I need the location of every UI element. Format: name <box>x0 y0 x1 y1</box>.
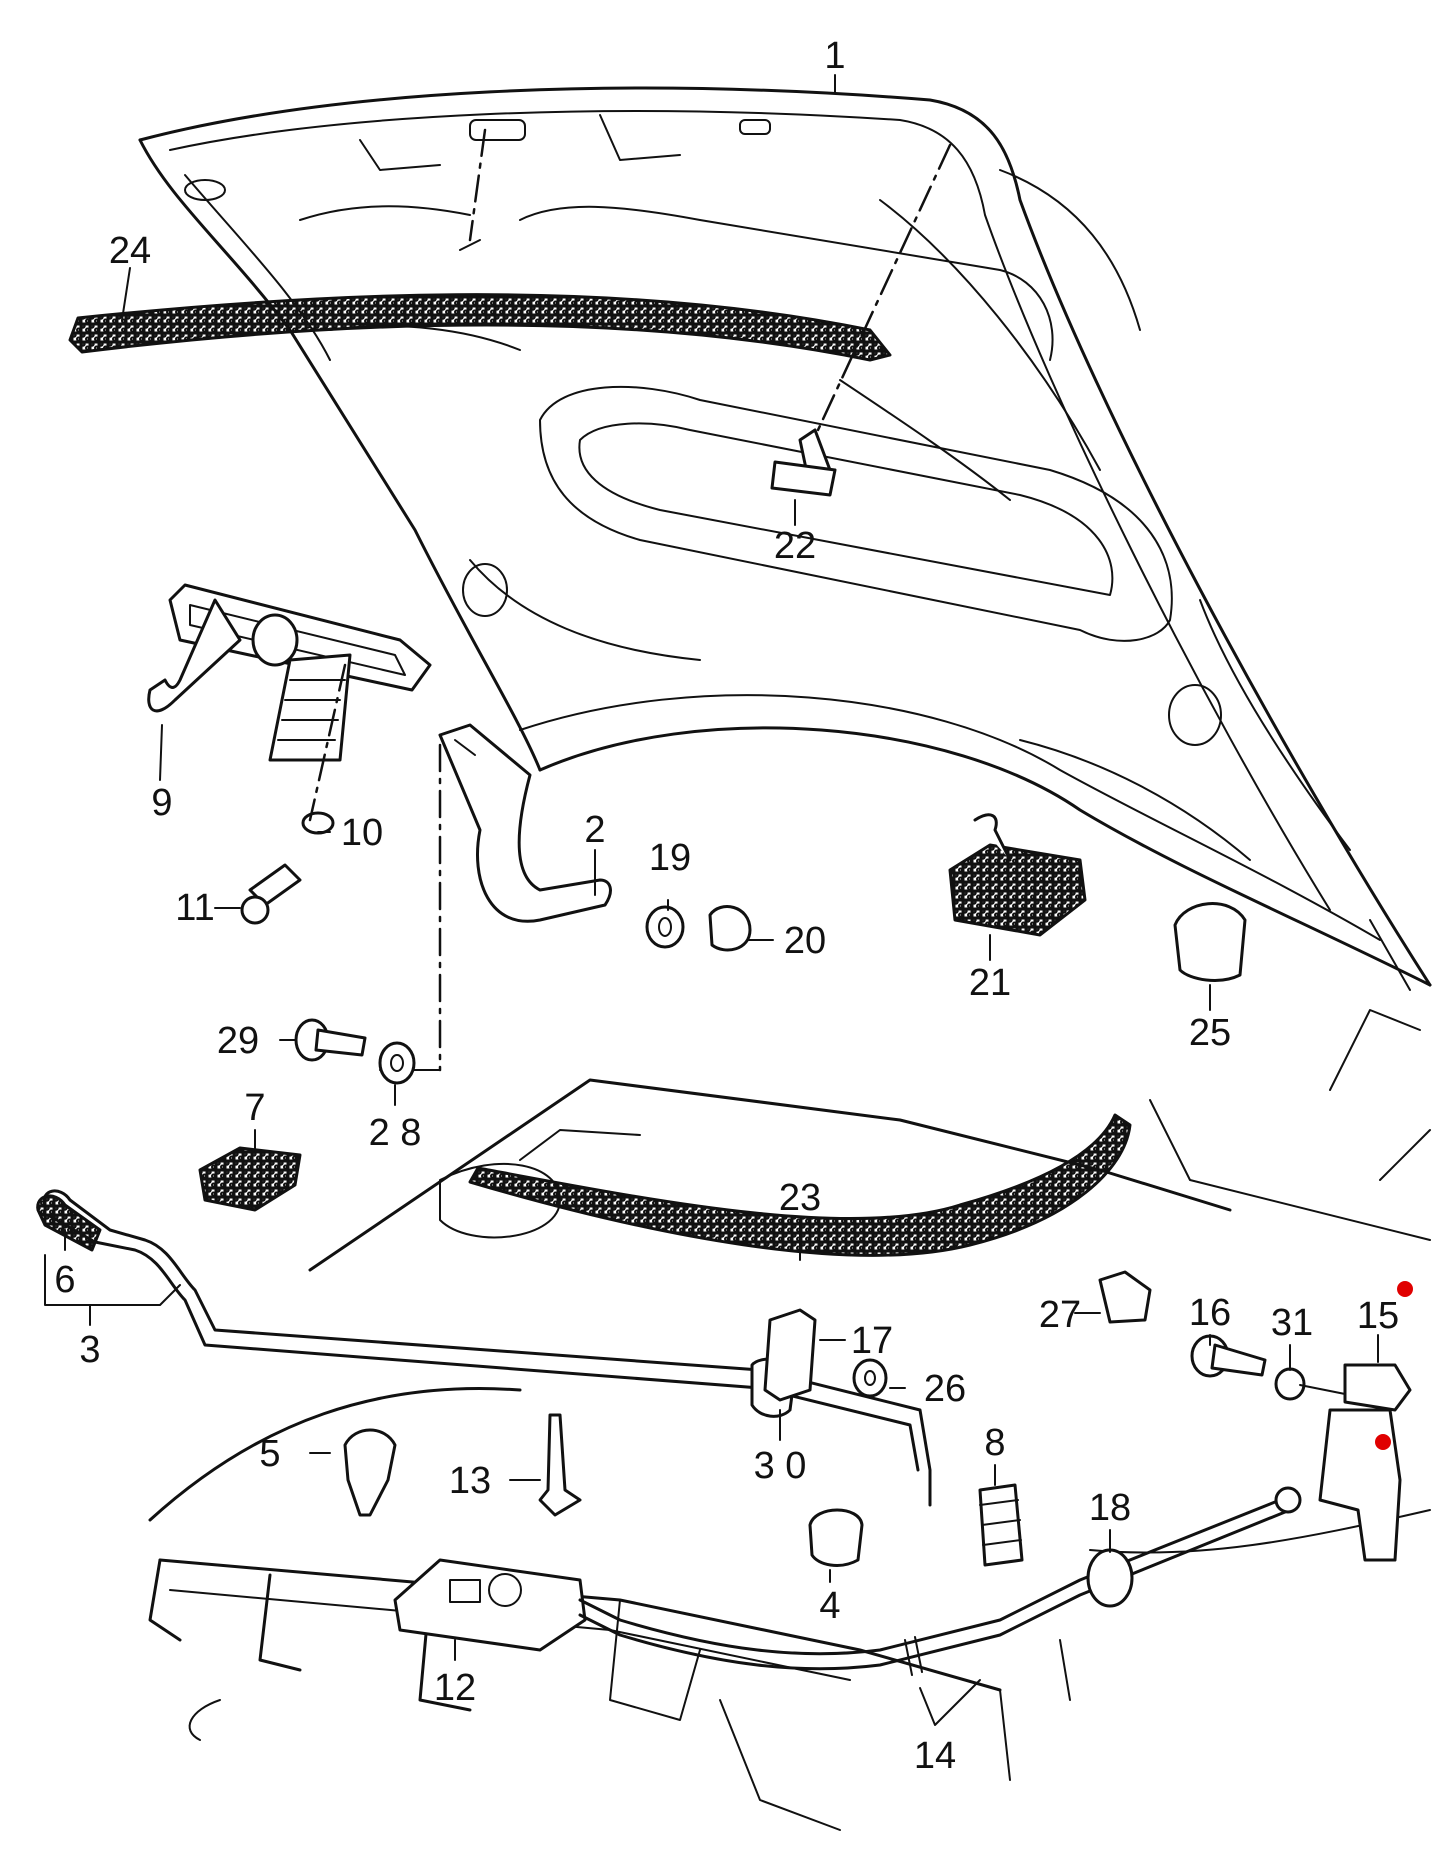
label-17: 17 <box>851 1320 893 1362</box>
label-2: 2 <box>584 809 605 851</box>
seal-23 <box>468 1113 1132 1257</box>
label-9: 9 <box>151 782 172 824</box>
leader-lines <box>44 74 1379 1726</box>
latch-12-13 <box>393 1413 587 1652</box>
label-22: 22 <box>774 525 816 567</box>
label-29: 29 <box>217 1020 259 1062</box>
release-cable <box>578 1486 1302 1676</box>
label-1: 1 <box>824 35 845 77</box>
body-front-section <box>148 1009 1431 1831</box>
label-14: 14 <box>914 1735 956 1777</box>
label-18: 18 <box>1089 1487 1131 1529</box>
clip-27 <box>1098 1270 1152 1324</box>
label-4: 4 <box>819 1585 840 1627</box>
label-16: 16 <box>1189 1292 1231 1334</box>
hood-lock-assembly <box>147 583 432 925</box>
hood-bump-stop <box>770 428 837 497</box>
label-26: 26 <box>924 1368 966 1410</box>
label-15: 15 <box>1357 1295 1399 1337</box>
label-8: 8 <box>984 1422 1005 1464</box>
label-30: 3 0 <box>754 1445 807 1487</box>
label-7: 7 <box>244 1087 265 1129</box>
label-10: 10 <box>341 812 383 854</box>
plug-5 <box>343 1428 397 1517</box>
label-6: 6 <box>54 1259 75 1301</box>
grommet-4 <box>808 1508 864 1567</box>
label-31: 31 <box>1271 1302 1313 1344</box>
clip-7 <box>198 1146 302 1212</box>
label-23: 23 <box>779 1177 821 1219</box>
label-3: 3 <box>79 1329 100 1371</box>
hood-seal-strip <box>68 293 892 362</box>
label-19: 19 <box>649 837 691 879</box>
clip-21 <box>948 813 1087 937</box>
label-12: 12 <box>434 1667 476 1709</box>
red-marker-top <box>1397 1281 1413 1297</box>
red-marker-bottom <box>1375 1434 1391 1450</box>
hood-leader-left <box>468 128 487 242</box>
label-21: 21 <box>969 962 1011 1004</box>
release-lever <box>1190 1334 1412 1562</box>
hood-leader-22 <box>816 143 952 432</box>
adjuster-29-28 <box>294 1018 416 1085</box>
nut-20 <box>708 905 752 952</box>
clip-17-26 <box>763 1308 888 1402</box>
part-labels: 1 24 22 9 10 11 2 19 20 21 25 29 2 8 7 6… <box>54 35 1399 1777</box>
label-27: 27 <box>1039 1294 1081 1336</box>
label-28: 2 8 <box>369 1112 422 1154</box>
label-13: 13 <box>449 1460 491 1502</box>
hood-panel <box>138 86 1432 991</box>
label-5: 5 <box>259 1433 280 1475</box>
washer-19 <box>645 905 685 949</box>
label-11: 11 <box>175 887 214 929</box>
bump-25 <box>1173 902 1247 982</box>
label-20: 20 <box>784 920 826 962</box>
hood-hinge <box>379 723 612 1072</box>
label-24: 24 <box>109 230 151 272</box>
label-25: 25 <box>1189 1012 1231 1054</box>
